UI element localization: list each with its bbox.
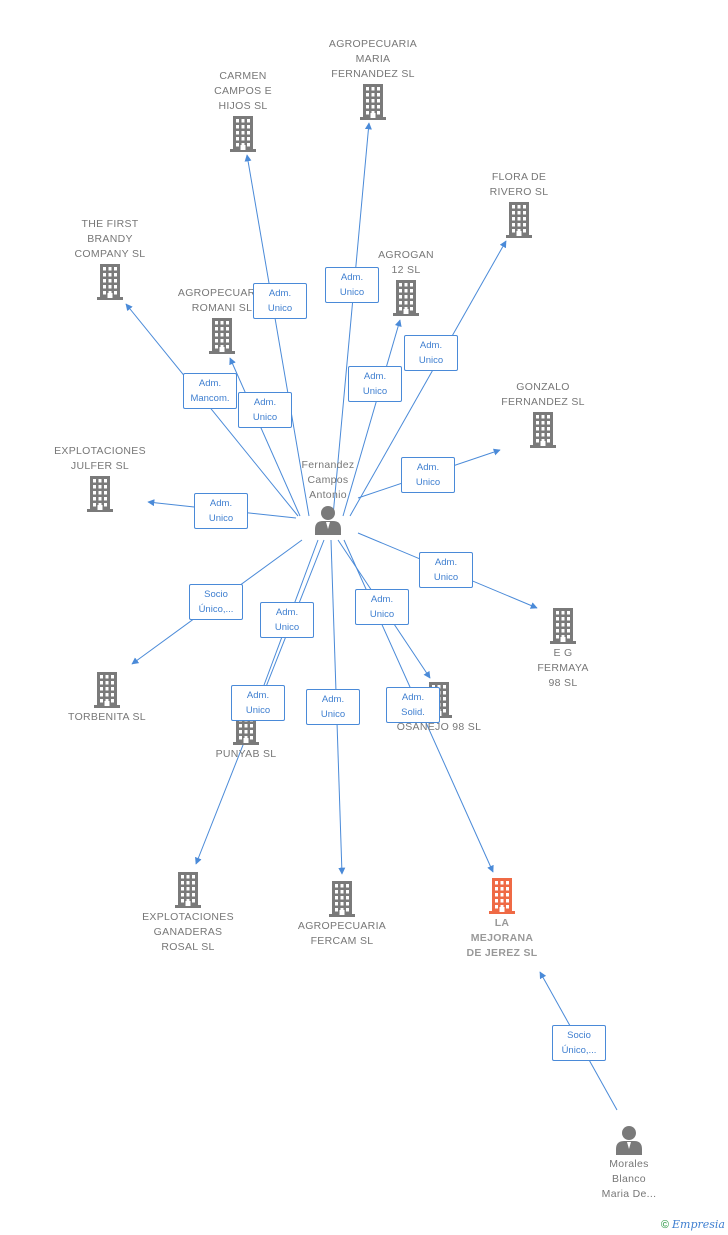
node-fernandez[interactable]: Fernandez Campos Antonio xyxy=(263,458,393,535)
edge-label[interactable]: Adm. Unico xyxy=(404,335,458,371)
edge-fernandez-first xyxy=(125,303,299,517)
node-flora[interactable]: FLORA DE RIVERO SL xyxy=(454,170,584,238)
building-icon xyxy=(175,872,201,908)
node-torbenita[interactable]: TORBENITA SL xyxy=(42,672,172,725)
node-label: EXPLOTACIONES JULFER SL xyxy=(54,445,146,472)
edge-label[interactable]: Adm. Unico xyxy=(238,392,292,428)
node-carmen[interactable]: CARMEN CAMPOS E HIJOS SL xyxy=(178,69,308,152)
node-label: AGROPECUARIA MARIA FERNANDEZ SL xyxy=(328,38,418,80)
building-icon xyxy=(87,476,113,512)
edge-label[interactable]: Adm. Unico xyxy=(348,366,402,402)
node-first[interactable]: THE FIRST BRANDY COMPANY SL xyxy=(45,217,175,300)
node-agmaria[interactable]: AGROPECUARIA MARIA FERNANDEZ SL xyxy=(308,37,438,120)
node-gonzalo[interactable]: GONZALO FERNANDEZ SL xyxy=(478,380,608,448)
edge-label[interactable]: Adm. Unico xyxy=(419,552,473,588)
edge-label[interactable]: Adm. Mancom. xyxy=(183,373,237,409)
edge-label[interactable]: Adm. Unico xyxy=(231,685,285,721)
building-icon xyxy=(550,608,576,644)
node-label: E G FERMAYA 98 SL xyxy=(537,647,589,689)
edge-label[interactable]: Adm. Solid. xyxy=(386,687,440,723)
node-label: AGROGAN 12 SL xyxy=(378,249,434,276)
node-label: AGROPECUARIA ROMANI SL xyxy=(177,287,267,314)
node-label: THE FIRST BRANDY COMPANY SL xyxy=(74,218,146,260)
edge-label[interactable]: Adm. Unico xyxy=(325,267,379,303)
node-label: AGROPECUARIA FERCAM SL xyxy=(297,920,387,947)
copyright-icon: © xyxy=(660,1219,669,1231)
node-label: OSANEJO 98 SL xyxy=(396,721,482,733)
edge-label[interactable]: Socio Único,... xyxy=(552,1025,606,1061)
brand-logo: Empresia xyxy=(672,1218,725,1231)
edge-label[interactable]: Adm. Unico xyxy=(260,602,314,638)
node-label: Fernandez Campos Antonio xyxy=(301,459,355,501)
edge-label[interactable]: Adm. Unico xyxy=(194,493,248,529)
node-julfer[interactable]: EXPLOTACIONES JULFER SL xyxy=(35,444,165,512)
node-label: LA MEJORANA DE JEREZ SL xyxy=(466,917,538,959)
building-icon xyxy=(94,672,120,708)
edge-fernandez-flora xyxy=(349,240,507,517)
building-icon xyxy=(97,264,123,300)
node-label: GONZALO FERNANDEZ SL xyxy=(501,381,585,408)
node-label: EXPLOTACIONES GANADERAS ROSAL SL xyxy=(142,911,234,953)
node-label: TORBENITA SL xyxy=(68,711,146,723)
edge-label[interactable]: Adm. Unico xyxy=(401,457,455,493)
edge-label[interactable]: Adm. Unico xyxy=(253,283,307,319)
person-icon xyxy=(315,506,341,535)
edge-label[interactable]: Adm. Unico xyxy=(355,589,409,625)
node-romani[interactable]: AGROPECUARIA ROMANI SL xyxy=(157,286,287,354)
node-fercam[interactable]: AGROPECUARIA FERCAM SL xyxy=(277,881,407,949)
node-label: PUNYAB SL xyxy=(215,748,277,760)
node-morales[interactable]: Morales Blanco Maria De... xyxy=(564,1125,694,1202)
building-icon xyxy=(530,412,556,448)
node-mejorana[interactable]: LA MEJORANA DE JEREZ SL xyxy=(437,878,567,961)
node-label: FLORA DE RIVERO SL xyxy=(489,171,549,198)
edge-label[interactable]: Socio Único,... xyxy=(189,584,243,620)
person-icon xyxy=(616,1126,642,1155)
node-ganaderas[interactable]: EXPLOTACIONES GANADERAS ROSAL SL xyxy=(123,872,253,955)
building-icon xyxy=(489,878,515,914)
node-eg[interactable]: E G FERMAYA 98 SL xyxy=(498,608,628,691)
edge-fernandez-romani xyxy=(229,357,301,517)
building-icon xyxy=(230,116,256,152)
edge-label[interactable]: Adm. Unico xyxy=(306,689,360,725)
node-label: CARMEN CAMPOS E HIJOS SL xyxy=(214,70,272,112)
footer-credit[interactable]: © Empresia xyxy=(661,1218,725,1231)
edge-fernandez-agrogan xyxy=(342,319,402,517)
building-icon xyxy=(506,202,532,238)
edge-fernandez-carmen xyxy=(244,154,310,517)
node-agrogan[interactable]: AGROGAN 12 SL xyxy=(341,248,471,316)
building-icon xyxy=(329,881,355,917)
building-icon xyxy=(393,280,419,316)
edge-fernandez-agmaria xyxy=(332,122,372,517)
node-label: Morales Blanco Maria De... xyxy=(601,1158,657,1200)
building-icon xyxy=(360,84,386,120)
building-icon xyxy=(209,318,235,354)
